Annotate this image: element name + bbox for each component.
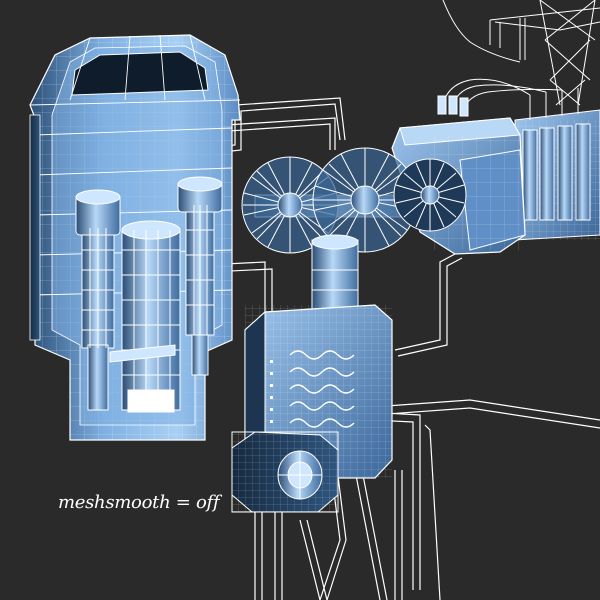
transformer-icon bbox=[437, 78, 600, 241]
turbine-rotor-icon bbox=[241, 147, 467, 254]
render-caption: meshsmooth = off bbox=[58, 492, 220, 513]
steam-generator-icon bbox=[75, 189, 121, 411]
transmission-tower-icon bbox=[442, 0, 600, 106]
reactor-vessel-icon bbox=[109, 220, 181, 413]
pressurizer-icon bbox=[177, 176, 223, 376]
pump-icon bbox=[231, 431, 339, 513]
